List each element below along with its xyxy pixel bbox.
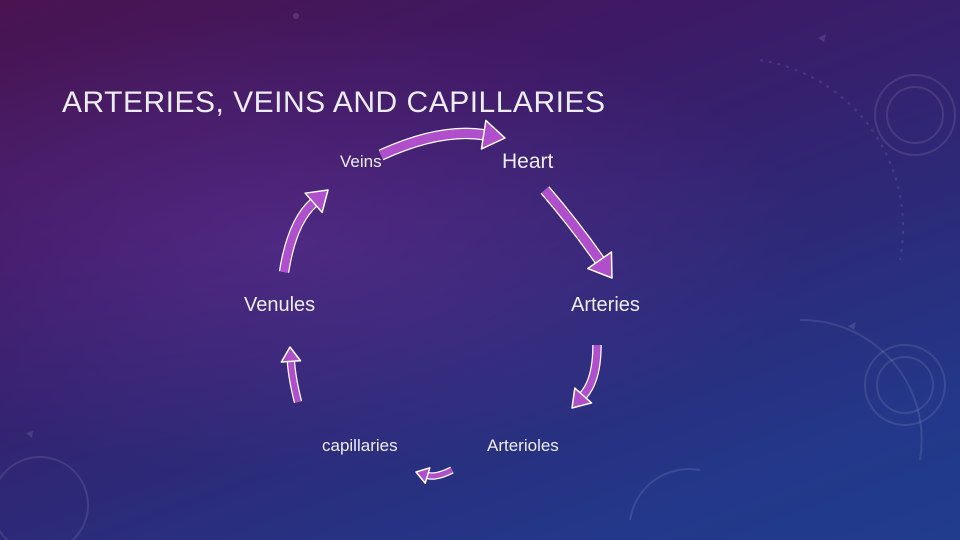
node-capillaries: capillaries: [322, 436, 398, 455]
arrow-capillaries-to-venules: [280, 346, 303, 404]
arrow-heart-to-arteries-shaft: [541, 187, 604, 263]
arrow-arterioles-to-capillaries-shaft: [426, 467, 454, 479]
arrow-arteries-to-arterioles: [571, 344, 602, 409]
decor-ring-top-right: [874, 74, 956, 156]
decor-ring-top-right-inner: [886, 86, 944, 144]
node-veins: Veins: [340, 152, 382, 171]
arrow-veins-to-heart: [378, 119, 506, 161]
decor-ring-right: [864, 344, 946, 426]
arrow-arteries-to-arterioles-head: [571, 387, 593, 409]
decor-arc-lower: [799, 318, 923, 461]
arrow-venules-to-veins-shaft: [280, 199, 317, 273]
arrow-veins-to-heart-shaft: [379, 128, 485, 160]
arrow-arterioles-to-capillaries-head: [415, 467, 431, 484]
arrow-arterioles-to-capillaries: [415, 466, 454, 484]
slide-title: ARTERIES, VEINS AND CAPILLARIES: [62, 86, 606, 119]
arrow-capillaries-to-venules-head: [280, 346, 302, 363]
arrow-venules-to-veins: [278, 189, 329, 273]
decor-triangle-1: [818, 34, 826, 42]
decor-dashed-arc: [759, 59, 905, 261]
node-arterioles: Arterioles: [487, 436, 559, 455]
node-venules: Venules: [244, 294, 316, 316]
arrow-venules-to-veins-head: [304, 189, 329, 214]
decor-arc-bottom: [629, 468, 701, 521]
decor-dot: [293, 13, 299, 19]
decor-ring-bottom-left: [0, 456, 89, 540]
node-arteries: Arteries: [571, 294, 640, 316]
decor-ring-right-inner: [876, 356, 934, 414]
arrow-heart-to-arteries: [540, 186, 613, 279]
arrow-heart-to-arteries-head: [587, 251, 613, 279]
arrow-arteries-to-arterioles-shaft: [580, 344, 601, 398]
arrow-veins-to-heart-head: [480, 119, 506, 150]
decor-triangle-2: [848, 322, 856, 330]
decor-triangle-3: [26, 431, 33, 438]
node-heart: Heart: [502, 150, 554, 173]
arrow-capillaries-to-venules-shaft: [287, 361, 301, 403]
